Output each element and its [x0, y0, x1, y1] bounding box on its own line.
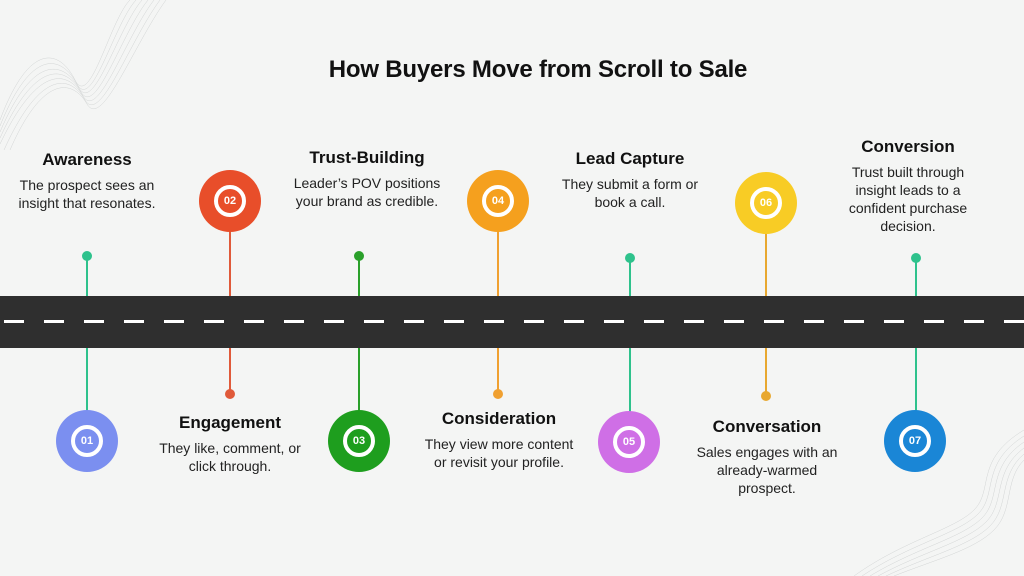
step-marker-05: 05 — [598, 411, 660, 473]
step-label-04: Consideration They view more content or … — [424, 409, 574, 471]
connector-dot-04 — [493, 389, 503, 399]
step-number-01: 01 — [71, 425, 103, 457]
step-number-02: 02 — [214, 185, 246, 217]
step-marker-03: 03 — [328, 410, 390, 472]
connector-dot-07 — [911, 253, 921, 263]
step-marker-04: 04 — [467, 170, 529, 232]
connector-dot-03 — [354, 251, 364, 261]
step-number-04: 04 — [482, 185, 514, 217]
step-title-01: Awareness — [42, 150, 132, 169]
step-marker-06: 06 — [735, 172, 797, 234]
step-label-03: Trust-Building Leader’s POV positions yo… — [292, 148, 442, 210]
step-marker-07: 07 — [884, 410, 946, 472]
step-number-06: 06 — [750, 187, 782, 219]
page-title: How Buyers Move from Scroll to Sale — [328, 56, 748, 83]
step-title-06: Conversation — [712, 417, 822, 436]
step-description-05: They submit a form or book a call. — [561, 176, 699, 210]
step-marker-02: 02 — [199, 170, 261, 232]
step-label-02: Engagement They like, comment, or click … — [150, 413, 310, 475]
connector-dot-05 — [625, 253, 635, 263]
step-label-06: Conversation Sales engages with an alrea… — [692, 417, 842, 497]
step-number-05: 05 — [613, 426, 645, 458]
step-title-07: Conversion — [861, 137, 955, 156]
step-description-02: They like, comment, or click through. — [159, 440, 301, 474]
step-title-04: Consideration — [441, 409, 557, 428]
connector-dot-01 — [82, 251, 92, 261]
road-center-dashes — [0, 320, 1024, 323]
step-title-03: Trust-Building — [309, 148, 425, 167]
step-description-03: Leader’s POV positions your brand as cre… — [293, 175, 441, 209]
connector-dot-02 — [225, 389, 235, 399]
step-description-06: Sales engages with an already-warmed pro… — [696, 444, 838, 496]
step-description-01: The prospect sees an insight that resona… — [18, 177, 156, 211]
connector-dot-06 — [761, 391, 771, 401]
step-label-01: Awareness The prospect sees an insight t… — [12, 150, 162, 212]
step-description-04: They view more content or revisit your p… — [424, 436, 574, 470]
step-number-07: 07 — [899, 425, 931, 457]
step-label-07: Conversion Trust built through insight l… — [833, 137, 983, 235]
step-marker-01: 01 — [56, 410, 118, 472]
step-description-07: Trust built through insight leads to a c… — [848, 164, 968, 234]
step-title-05: Lead Capture — [575, 149, 685, 168]
step-title-02: Engagement — [178, 413, 282, 432]
step-label-05: Lead Capture They submit a form or book … — [550, 149, 710, 211]
step-number-03: 03 — [343, 425, 375, 457]
